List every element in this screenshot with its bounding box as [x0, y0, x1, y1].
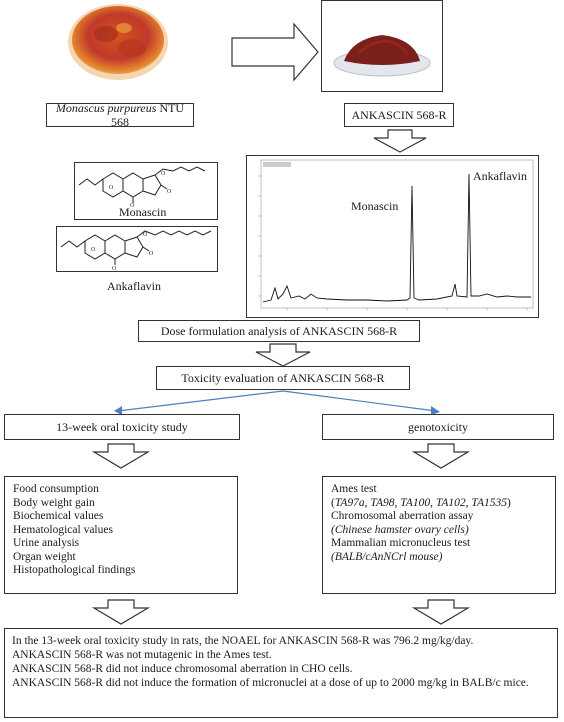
svg-text:O: O: [143, 232, 148, 238]
powder-photo-frame: [321, 0, 443, 92]
ames-test-label: Ames test: [331, 483, 377, 495]
branch-left-line: [117, 390, 284, 412]
down-arrow-icon-oral-conclusion: [91, 599, 151, 625]
dose-formulation-box: Dose formulation analysis of ANKASCIN 56…: [138, 320, 420, 342]
down-arrow-icon-genotox-conclusion: [411, 599, 471, 625]
organism-strain: NTU 568: [111, 101, 185, 129]
toxicity-evaluation-box: Toxicity evaluation of ANKASCIN 568-R: [156, 366, 410, 390]
conclusion-line: ANKASCIN 568-R did not induce the format…: [12, 677, 529, 689]
culture-photo-frame: [66, 0, 170, 82]
svg-text:O: O: [112, 266, 117, 271]
strain-item: TA102: [435, 496, 466, 509]
strain-item: TA100: [400, 496, 431, 509]
genotoxicity-label: genotoxicity: [408, 420, 468, 434]
petri-dish-powder-image: [333, 35, 431, 77]
svg-text:O: O: [109, 185, 114, 191]
svg-text:O: O: [149, 251, 154, 257]
oral-finding-item: Hematological values: [13, 523, 113, 536]
organism-label-box: Monascus purpureus NTU 568: [46, 101, 194, 129]
product-label-box: ANKASCIN 568-R: [344, 103, 454, 127]
monascin-structure-box: O O O O Monascin: [74, 162, 218, 220]
chromatogram-plot: [258, 159, 534, 311]
oral-toxicity-study-box: 13-week oral toxicity study: [4, 414, 240, 440]
down-arrow-icon-genotox: [411, 443, 471, 469]
conclusion-line: ANKASCIN 568-R did not induce chromosoma…: [12, 663, 353, 675]
oral-finding-item: Food consumption: [13, 483, 99, 495]
monascin-name: Monascin: [119, 205, 167, 219]
conclusion-box: In the 13-week oral toxicity study in ra…: [4, 628, 558, 718]
oral-toxicity-study-label: 13-week oral toxicity study: [56, 420, 188, 434]
strain-item: TA97a: [334, 496, 365, 509]
oral-finding-item: Histopathological findings: [13, 564, 136, 576]
svg-text:O: O: [167, 189, 172, 195]
genotox-findings-box: Ames test (TA97a, TA98, TA100, TA102, TA…: [322, 476, 556, 594]
chromosomal-aberration-label: Chromosomal aberration assay: [331, 510, 474, 522]
chromatogram-peak-ankaflavin: Ankaflavin: [473, 169, 527, 183]
branch-right-line: [282, 390, 437, 412]
ames-strains: (TA97a, TA98, TA100, TA102, TA1535): [331, 496, 511, 509]
product-label: ANKASCIN 568-R: [351, 108, 447, 122]
oral-finding-item: Biochemical values: [13, 510, 104, 522]
svg-text:O: O: [130, 203, 135, 207]
petri-dish-culture-image: [68, 4, 168, 80]
genotoxicity-box: genotoxicity: [322, 414, 554, 440]
toxicity-evaluation-label: Toxicity evaluation of ANKASCIN 568-R: [181, 371, 385, 385]
ankaflavin-structure-icon: O O O O: [60, 230, 212, 272]
conclusion-line: In the 13-week oral toxicity study in ra…: [12, 635, 474, 647]
micronucleus-label: Mammalian micronucleus test: [331, 537, 471, 549]
chromatogram-box: Monascin Ankaflavin: [246, 155, 539, 318]
monascin-structure-icon: O O O O: [78, 166, 206, 209]
dose-formulation-label: Dose formulation analysis of ANKASCIN 56…: [160, 324, 398, 338]
svg-text:O: O: [91, 247, 96, 253]
cho-cells-label: (Chinese hamster ovary cells): [331, 523, 469, 536]
oral-finding-item: Urine analysis: [13, 537, 80, 549]
organism-genus-species: Monascus purpureus: [55, 101, 157, 115]
mouse-label: (BALB/cAnNCrl mouse): [331, 550, 443, 563]
down-arrow-icon-oral: [91, 443, 151, 469]
chromatogram-peak-monascin: Monascin: [351, 199, 399, 213]
strain-item: TA98: [370, 496, 395, 509]
svg-text:O: O: [161, 171, 166, 177]
ankaflavin-name: Ankaflavin: [107, 279, 161, 293]
conclusion-line: ANKASCIN 568-R was not mutagenic in the …: [12, 649, 272, 661]
oral-findings-box: Food consumption Body weight gain Bioche…: [4, 476, 238, 594]
oral-finding-item: Organ weight: [13, 550, 76, 563]
oral-finding-item: Body weight gain: [13, 496, 95, 509]
ankaflavin-structure-box: O O O O: [56, 226, 218, 272]
strain-item: TA1535: [471, 496, 507, 509]
